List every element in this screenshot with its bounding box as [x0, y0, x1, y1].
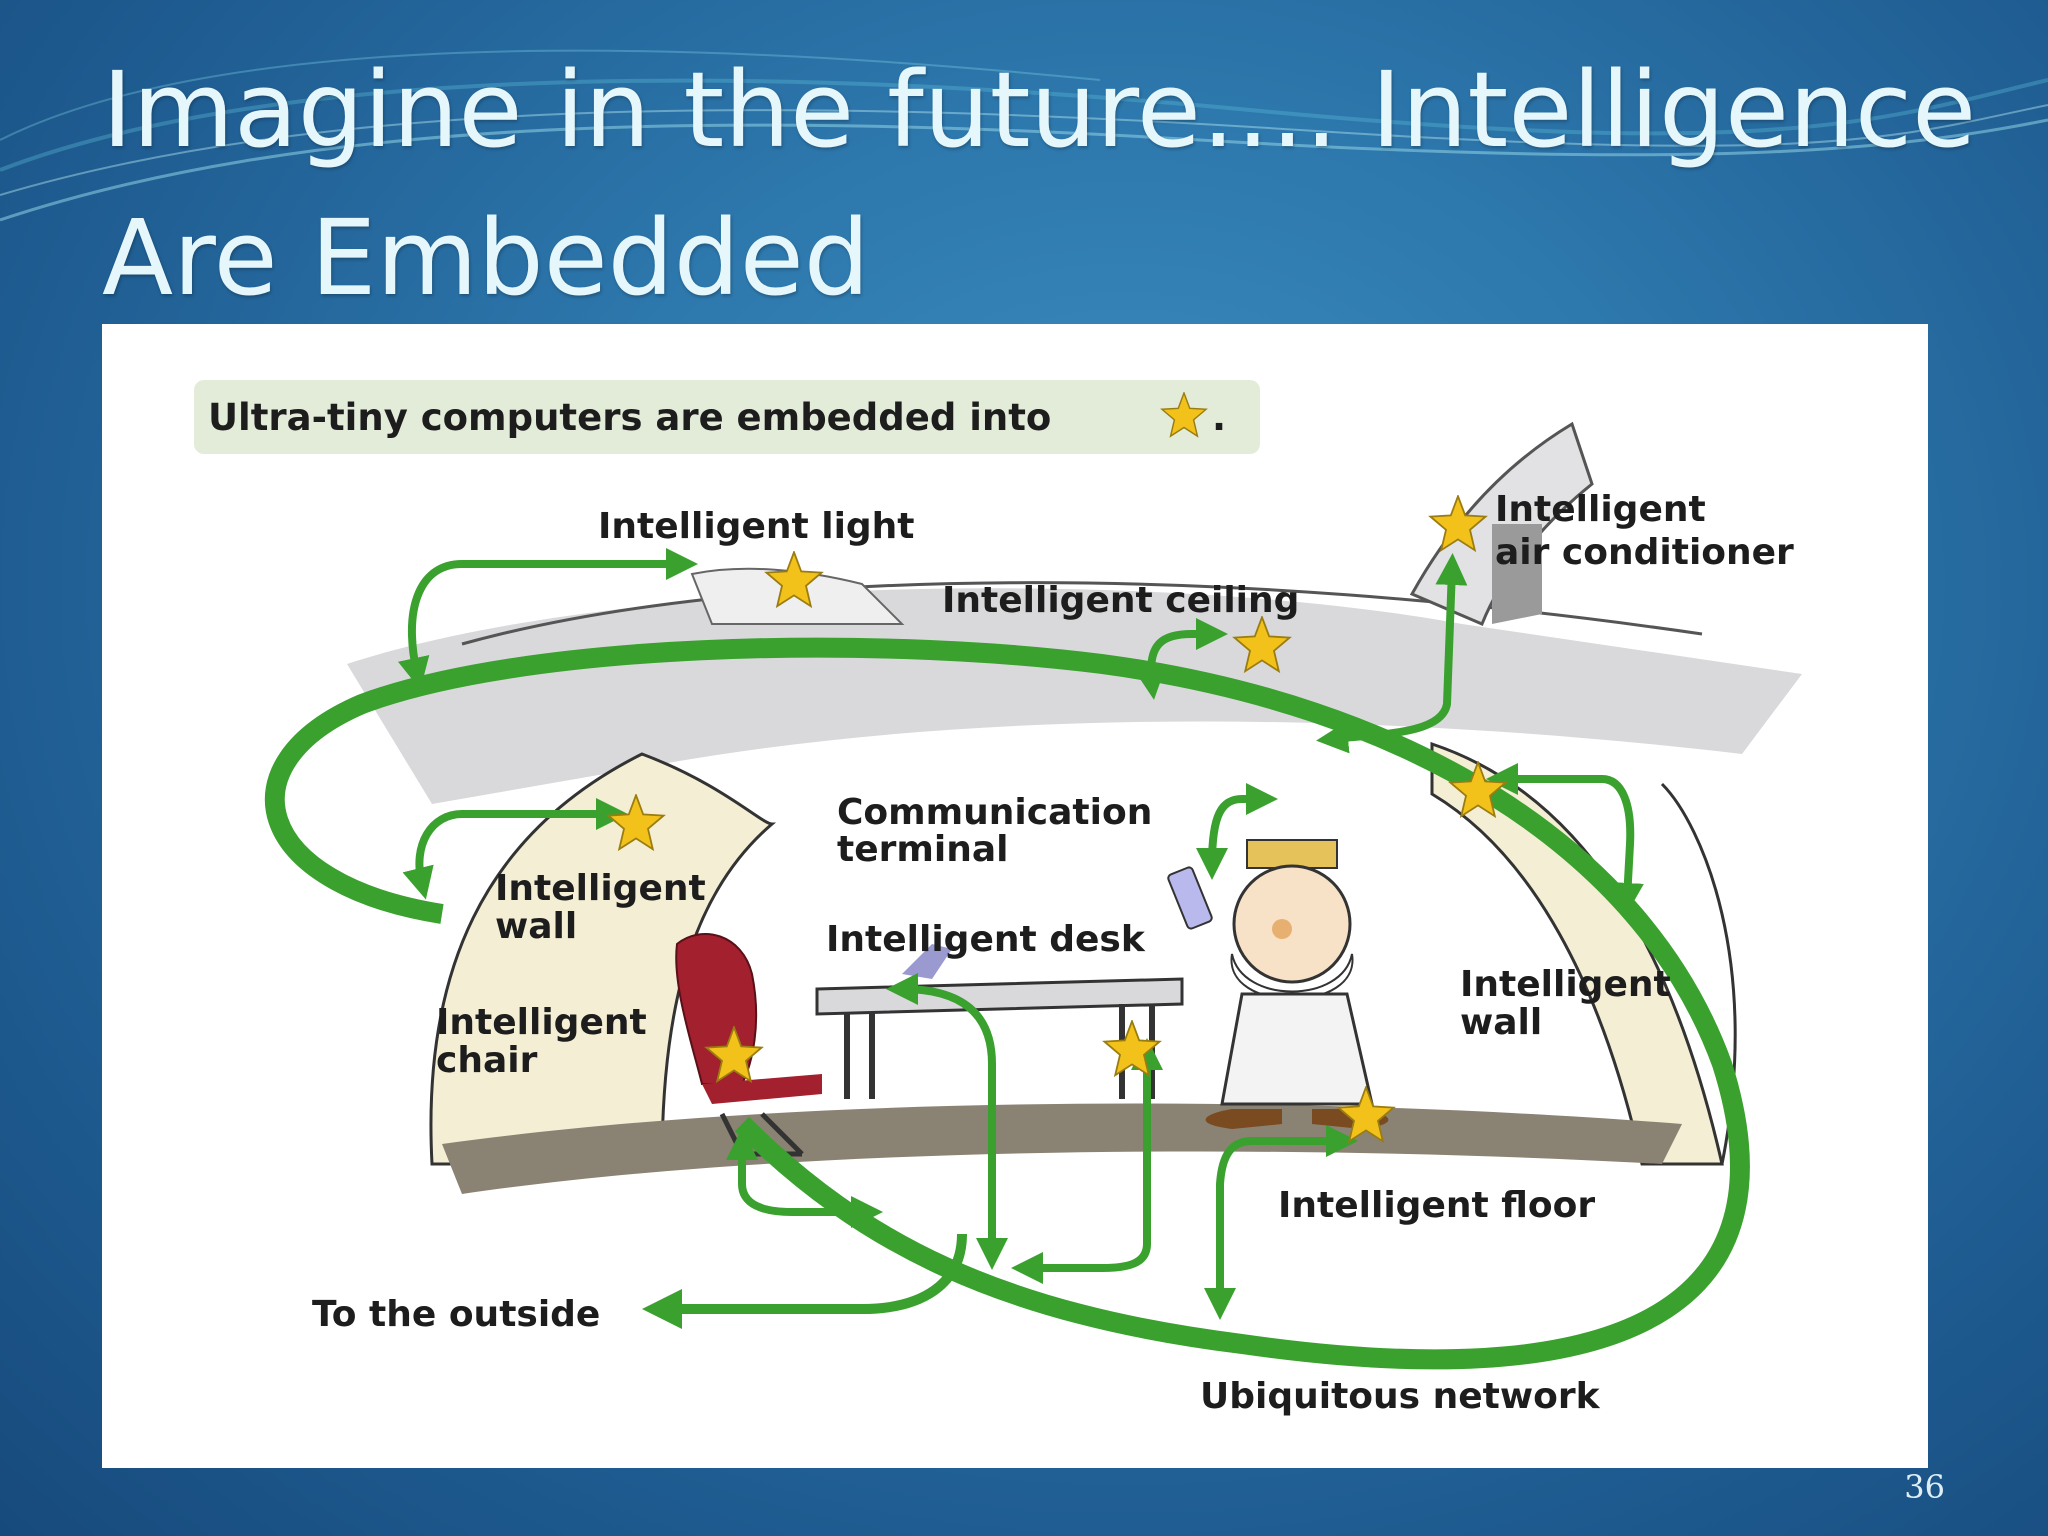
- arrow-chair: [726, 1128, 883, 1228]
- arrow-light: [398, 548, 698, 690]
- background-swoosh: [0, 49, 2048, 222]
- slide-title: Imagine in the future…. Intelligence Are…: [102, 36, 2002, 332]
- embedded-intelligence-diagram: Ultra-tiny computers are embedded into .: [194, 380, 1802, 1417]
- legend-box: Ultra-tiny computers are embedded into .: [194, 380, 1260, 454]
- label-intelligent-desk: Intelligent desk: [826, 919, 1146, 960]
- arrow-comm-terminal: [1196, 783, 1278, 880]
- arrow-left-wall: [402, 798, 628, 900]
- diagram-panel: Ultra-tiny computers are embedded into .: [102, 324, 1928, 1468]
- label-chair-line-1: Intelligent: [436, 1002, 647, 1043]
- label-left-wall-line-1: Intelligent: [495, 868, 706, 909]
- title-line-1: Imagine in the future…. Intelligence: [102, 49, 1977, 171]
- arrow-outside: [642, 1233, 967, 1329]
- title-line-2: Are Embedded: [102, 197, 870, 319]
- label-ubiquitous-network: Ubiquitous network: [1200, 1376, 1601, 1417]
- network-lines: [264, 548, 1750, 1370]
- desk-top: [815, 977, 1184, 1016]
- label-intelligent-floor: Intelligent floor: [1278, 1185, 1595, 1226]
- label-chair-line-2: chair: [436, 1040, 538, 1081]
- label-comm-terminal-line-2: terminal: [837, 829, 1009, 870]
- label-right-wall-line-1: Intelligent: [1460, 964, 1671, 1005]
- page-number: 36: [1904, 1468, 1945, 1506]
- label-left-wall-line-2: wall: [495, 906, 577, 947]
- label-right-wall-line-2: wall: [1460, 1002, 1542, 1043]
- arrow-air-conditioner: [1316, 553, 1468, 754]
- label-comm-terminal-line-1: Communication: [837, 792, 1152, 833]
- label-intelligent-light: Intelligent light: [598, 506, 915, 547]
- arrow-desk-leg: [1011, 1038, 1163, 1284]
- diagram-labels: Intelligent light Intelligent air condit…: [312, 489, 1794, 1417]
- label-air-conditioner-line-2: air conditioner: [1495, 532, 1794, 573]
- communication-terminal-device: [1167, 866, 1213, 930]
- legend-text: Ultra-tiny computers are embedded into: [208, 396, 1051, 439]
- label-air-conditioner-line-1: Intelligent: [1495, 489, 1706, 530]
- arrow-right-wall: [1486, 763, 1644, 915]
- arrow-desk: [886, 973, 1008, 1270]
- professor-figure: [1167, 839, 1389, 1129]
- desk-lamp: [902, 944, 952, 979]
- arrow-floor: [1204, 1125, 1358, 1320]
- air-conditioner-vent: [1492, 524, 1542, 624]
- arrow-ceiling: [1134, 618, 1228, 700]
- chair-seat: [702, 1074, 822, 1104]
- label-to-the-outside: To the outside: [312, 1294, 600, 1335]
- desk-legs: [844, 1004, 1155, 1099]
- label-intelligent-ceiling: Intelligent ceiling: [942, 580, 1299, 621]
- legend-period: .: [1212, 396, 1226, 439]
